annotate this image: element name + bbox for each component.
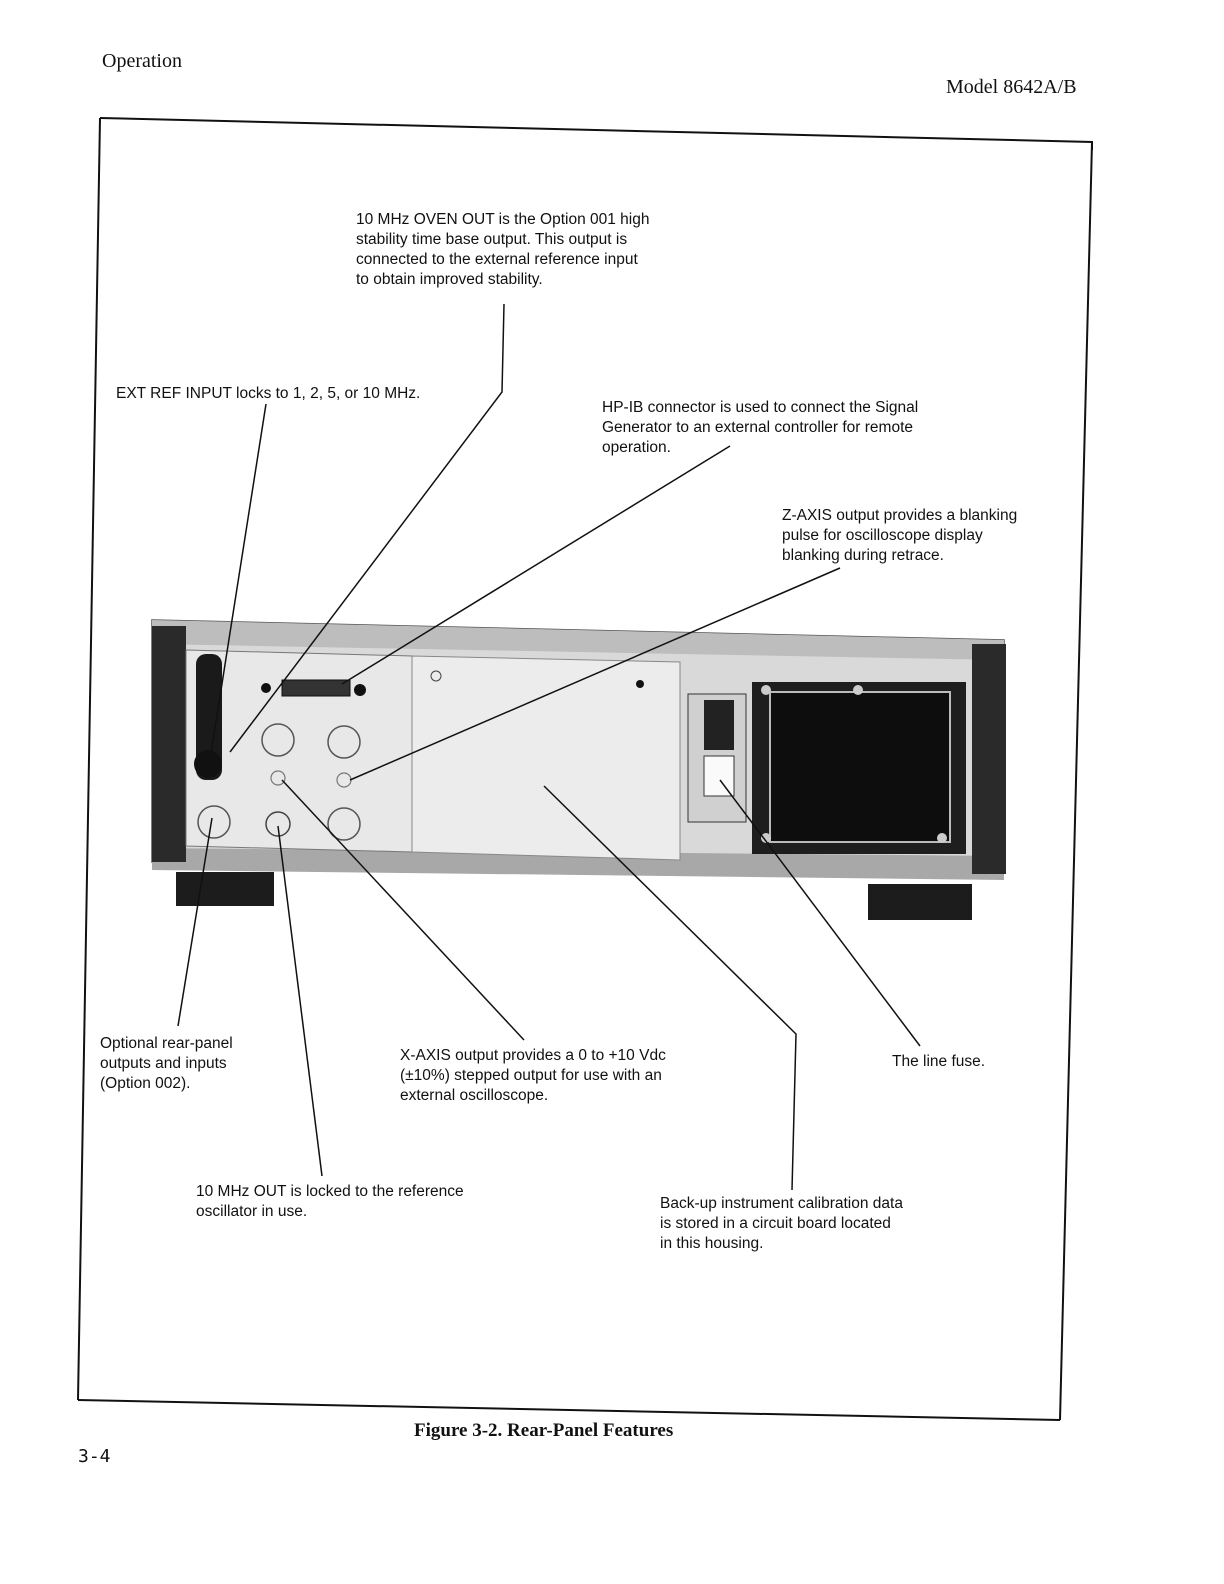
callout-hpib: HP-IB connector is used to connect the S…: [602, 399, 919, 456]
panel-top-bevel: [152, 620, 1004, 660]
power-module-screw-tr: [853, 685, 863, 695]
leader-optional: [177, 817, 213, 1027]
ext-ref-connector: [194, 750, 222, 778]
bnc-lower-right: [327, 807, 361, 841]
panel-bottom-bevel: [152, 848, 1004, 880]
hpib-connector: [281, 679, 351, 697]
leader-line-fuse: [719, 779, 921, 1047]
bnc-x-axis: [270, 770, 286, 786]
leader-lines: [177, 303, 921, 1191]
callout-z-axis: Z-AXIS output provides a blanking pulse …: [782, 507, 1018, 564]
fuse-holder: [704, 700, 734, 750]
figure-frame: [99, 117, 1093, 150]
foot-right: [868, 884, 972, 920]
bnc-optional: [197, 805, 231, 839]
callout-oven-out: 10 MHz OVEN OUT is the Option 001 high s…: [356, 211, 650, 288]
callout-backup: Back-up instrument calibration data is s…: [660, 1195, 903, 1252]
line-fuse: [703, 755, 735, 797]
figure-caption: Figure 3-2. Rear-Panel Features: [414, 1420, 674, 1441]
callout-optional: Optional rear-panel outputs and inputs (…: [100, 1035, 233, 1092]
handle-right: [972, 644, 1006, 874]
callout-x-axis: X-AXIS output provides a 0 to +10 Vdc (±…: [400, 1047, 666, 1104]
calibration-housing: [411, 655, 681, 861]
leader-10mhz-out: [277, 825, 323, 1177]
leader-backup: [543, 785, 797, 1191]
callout-ext-ref: EXT REF INPUT locks to 1, 2, 5, or 10 MH…: [116, 385, 421, 402]
panel-screw: [430, 670, 442, 682]
handle-left: [152, 626, 186, 862]
figure-frame-bottom: [77, 1399, 1061, 1421]
power-module-screw-bl: [761, 833, 771, 843]
model-header: Model 8642A/B: [946, 76, 1077, 98]
leader-ext-ref: [209, 403, 267, 761]
instrument-rear-panel: [151, 619, 1006, 920]
leader-hpib: [341, 445, 731, 685]
hpib-screw-left: [261, 683, 271, 693]
foot-left: [176, 872, 274, 906]
page-number: 3-4: [78, 1446, 111, 1467]
callout-10mhz-out: 10 MHz OUT is locked to the reference os…: [196, 1183, 464, 1220]
figure-frame-right: [1059, 141, 1093, 1421]
bnc-10mhz-out: [265, 811, 291, 837]
panel-indicator: [636, 680, 644, 688]
leader-z-axis: [349, 567, 841, 781]
callout-line-fuse: The line fuse.: [892, 1053, 986, 1070]
leader-oven-out: [229, 303, 505, 753]
bnc-upper-right: [327, 725, 361, 759]
power-module-screw-tl: [761, 685, 771, 695]
figure-frame-left: [77, 117, 101, 1401]
leader-x-axis: [281, 779, 525, 1041]
power-module-window: [769, 691, 951, 843]
section-header: Operation: [102, 50, 182, 72]
power-module-screw-br: [937, 833, 947, 843]
ext-ref-clip: [196, 654, 222, 780]
hpib-screw-right: [354, 684, 366, 696]
bnc-oven-out: [261, 723, 295, 757]
